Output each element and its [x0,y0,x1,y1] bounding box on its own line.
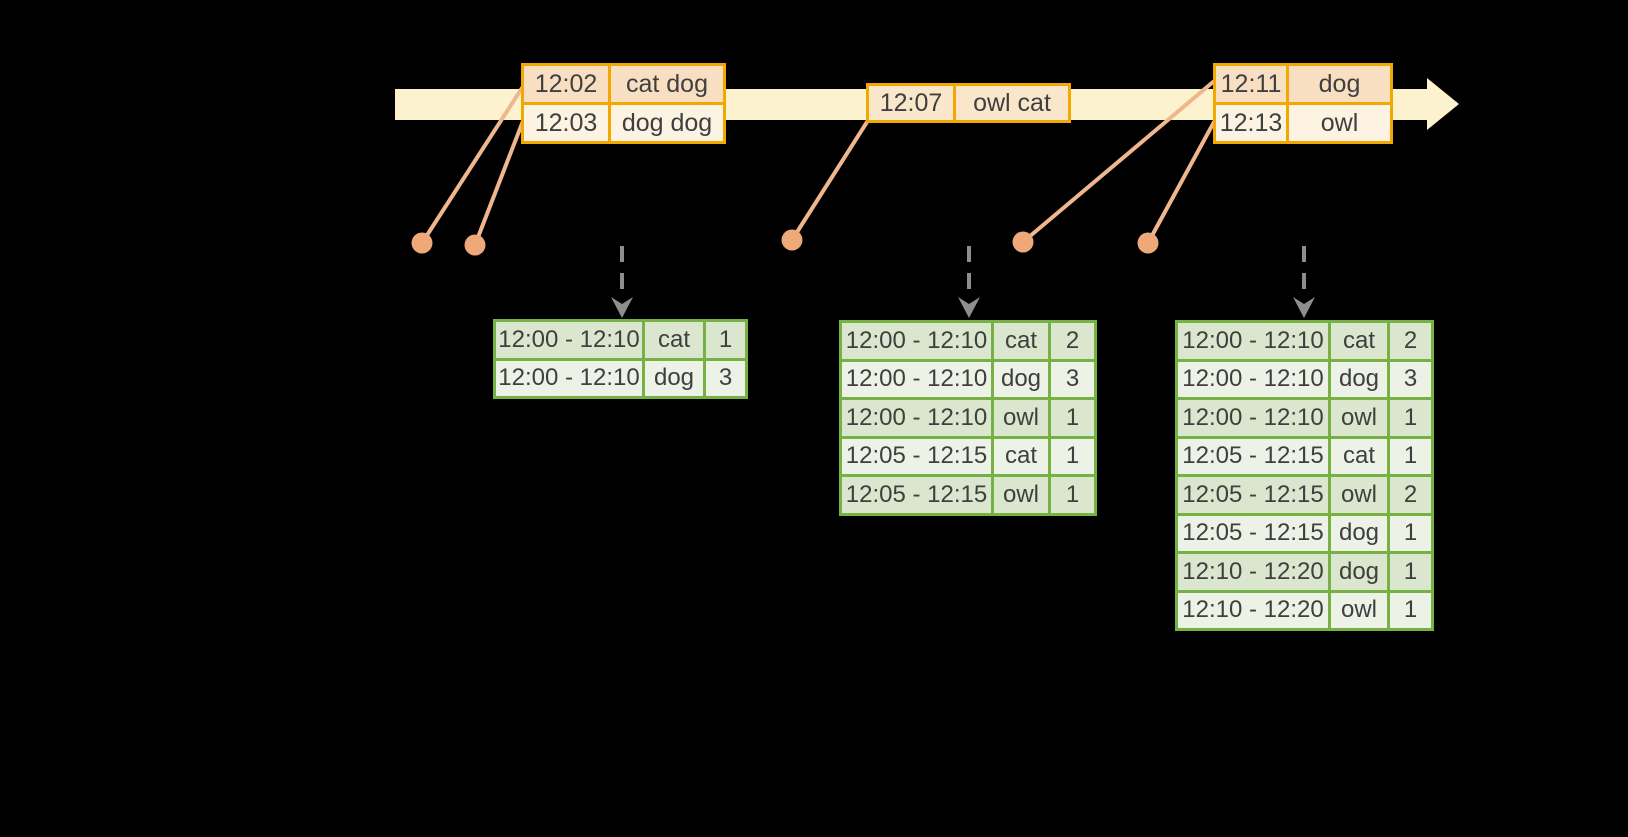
count-cell: 1 [1051,438,1094,474]
event-time-cell: 12:07 [869,86,953,120]
count-cell: 1 [706,322,745,358]
trigger-arrow-head [1293,297,1315,318]
word-cell: dog [1331,361,1387,397]
count-cell: 1 [1390,554,1431,590]
event-words-cell: owl [1289,105,1390,141]
window-cell: 12:00 - 12:10 [842,400,991,436]
word-cell: cat [994,323,1048,359]
trigger-arrow-icon [611,246,633,318]
event-time-cell: 12:03 [524,105,608,141]
event-dot-icon [464,234,486,256]
count-cell: 2 [1390,477,1431,513]
word-cell: dog [1331,515,1387,551]
window-cell: 12:05 - 12:15 [1178,438,1328,474]
window-cell: 12:05 - 12:15 [842,438,991,474]
window-cell: 12:00 - 12:10 [1178,400,1328,436]
event-words-cell: dog [1289,66,1390,102]
event-words-cell: cat dog [611,66,723,102]
count-cell: 2 [1390,323,1431,359]
window-cell: 12:05 - 12:15 [1178,515,1328,551]
event-table: 12:02 cat dog 12:03 dog dog [521,63,726,144]
window-cell: 12:00 - 12:10 [1178,361,1328,397]
word-cell: owl [1331,400,1387,436]
event-time-cell: 12:11 [1216,66,1286,102]
window-cell: 12:00 - 12:10 [496,360,642,396]
word-cell: owl [994,400,1048,436]
word-cell: cat [1331,323,1387,359]
trigger-arrow-head [958,297,980,318]
event-dot-icon [1012,231,1034,253]
count-cell: 3 [1390,361,1431,397]
event-dot-icon [781,229,803,251]
window-cell: 12:00 - 12:10 [496,322,642,358]
event-words-cell: owl cat [956,86,1068,120]
window-cell: 12:10 - 12:20 [1178,554,1328,590]
window-cell: 12:10 - 12:20 [1178,592,1328,628]
word-cell: dog [645,360,703,396]
word-cell: dog [994,361,1048,397]
event-connector-line [420,86,524,245]
timeline-arrowhead-icon [1427,78,1459,130]
event-connector-line [473,119,525,247]
event-time-cell: 12:13 [1216,105,1286,141]
count-cell: 3 [1051,361,1094,397]
event-connectors [420,80,1216,247]
event-table: 12:07 owl cat [866,83,1071,123]
window-cell: 12:00 - 12:10 [1178,323,1328,359]
word-cell: cat [1331,438,1387,474]
event-connector-line [790,120,869,242]
word-cell: owl [1331,592,1387,628]
event-connector-line [1021,80,1215,244]
event-time-cell: 12:02 [524,66,608,102]
count-cell: 1 [1390,400,1431,436]
trigger-arrow-head [611,297,633,318]
count-cell: 1 [1390,592,1431,628]
event-dot-icon [411,232,433,254]
word-cell: cat [645,322,703,358]
window-cell: 12:00 - 12:10 [842,361,991,397]
count-cell: 1 [1390,438,1431,474]
trigger-arrows [611,246,1315,318]
word-cell: cat [994,438,1048,474]
word-cell: dog [1331,554,1387,590]
count-cell: 1 [1390,515,1431,551]
event-dot-icon [1137,232,1159,254]
trigger-arrow-icon [958,246,980,318]
count-cell: 2 [1051,323,1094,359]
count-cell: 1 [1051,400,1094,436]
word-cell: owl [1331,477,1387,513]
event-table: 12:11 dog 12:13 owl [1213,63,1393,144]
count-cell: 1 [1051,477,1094,513]
word-cell: owl [994,477,1048,513]
window-cell: 12:05 - 12:15 [1178,477,1328,513]
trigger-arrow-icon [1293,246,1315,318]
event-dots [411,229,1159,256]
event-words-cell: dog dog [611,105,723,141]
window-cell: 12:00 - 12:10 [842,323,991,359]
window-cell: 12:05 - 12:15 [842,477,991,513]
event-connector-line [1146,120,1216,245]
count-cell: 3 [706,360,745,396]
